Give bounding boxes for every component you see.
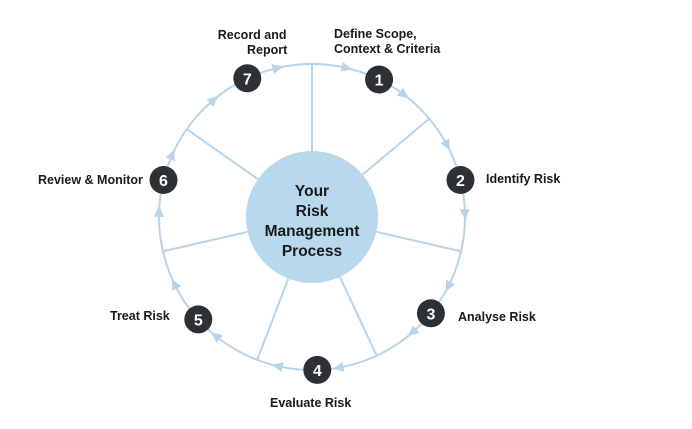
step-5-label-line-1: Treat Risk (110, 309, 170, 323)
center-title-line-4: Process (282, 243, 342, 260)
center-hub (246, 151, 378, 283)
step-6-label-line-1: Review & Monitor (38, 173, 143, 187)
step-1-number: 1 (375, 73, 384, 90)
direction-arrow-icon (206, 95, 219, 107)
step-5-badge: 5 (184, 305, 213, 334)
step-7-label-line-2: Report (247, 43, 288, 57)
step-7-label-line-1: Record and (217, 28, 287, 42)
step-2-label-line-1: Identify Risk (486, 172, 561, 186)
center-title-line-3: Management (265, 223, 360, 240)
step-badges: 1 2 3 4 5 6 7 (149, 64, 475, 384)
step-4-label: Evaluate Risk (270, 396, 351, 411)
direction-arrow-icon (271, 362, 284, 373)
step-1-badge: 1 (365, 65, 394, 94)
center-title-line-1: Your (295, 183, 329, 200)
step-2-number: 2 (456, 173, 465, 190)
direction-arrow-icon (397, 87, 409, 99)
step-badge-circle (365, 65, 394, 94)
direction-arrow-icon (340, 61, 353, 72)
step-4-badge: 4 (303, 355, 332, 384)
direction-arrow-icon (445, 279, 456, 292)
spoke-7 (186, 128, 259, 180)
step-1-label-line-1: Define Scope, (334, 27, 417, 41)
direction-arrow-icon (165, 149, 175, 162)
step-7-label: Record and Report (217, 28, 288, 58)
spokes (162, 64, 462, 361)
spoke-5 (256, 278, 290, 361)
step-badge-circle (416, 299, 445, 328)
step-5-label: Treat Risk (110, 309, 170, 324)
step-7-number: 7 (243, 71, 252, 88)
step-6-badge: 6 (149, 166, 178, 194)
spoke-2 (361, 117, 430, 176)
direction-arrow-icon (459, 209, 470, 221)
spoke-3 (376, 230, 462, 253)
step-badge-circle (184, 305, 213, 334)
step-3-number: 3 (426, 306, 435, 323)
step-4-number: 4 (313, 363, 322, 380)
step-6-label: Review & Monitor (38, 173, 143, 188)
direction-arrow-icon (407, 325, 420, 337)
direction-arrow-icon (440, 138, 450, 151)
step-6-number: 6 (159, 173, 168, 190)
step-5-number: 5 (194, 312, 203, 329)
step-2-label: Identify Risk (486, 172, 560, 187)
direction-arrow-icon (153, 205, 164, 217)
step-3-label-line-1: Analyse Risk (458, 310, 536, 324)
step-7-badge: 7 (233, 64, 262, 93)
direction-arrow-icon (271, 64, 284, 74)
step-2-badge: 2 (446, 166, 475, 194)
center-title-line-2: Risk (296, 203, 329, 220)
step-1-label-line-2: Context & Criteria (334, 42, 441, 56)
direction-arrow-icon (211, 332, 223, 343)
step-badge-circle (233, 64, 262, 93)
step-4-label-line-1: Evaluate Risk (270, 396, 352, 410)
cycle-arrows (153, 61, 470, 373)
step-badge-circle (303, 355, 332, 384)
spoke-4 (338, 276, 378, 357)
step-3-badge: 3 (416, 299, 445, 328)
spoke-6 (162, 230, 248, 253)
direction-arrow-icon (332, 361, 345, 372)
step-1-label: Define Scope, Context & Criteria (334, 27, 440, 57)
step-3-label: Analyse Risk (458, 310, 536, 325)
direction-arrow-icon (171, 278, 182, 291)
step-badge-circle (149, 166, 178, 194)
step-badge-circle (446, 166, 475, 194)
